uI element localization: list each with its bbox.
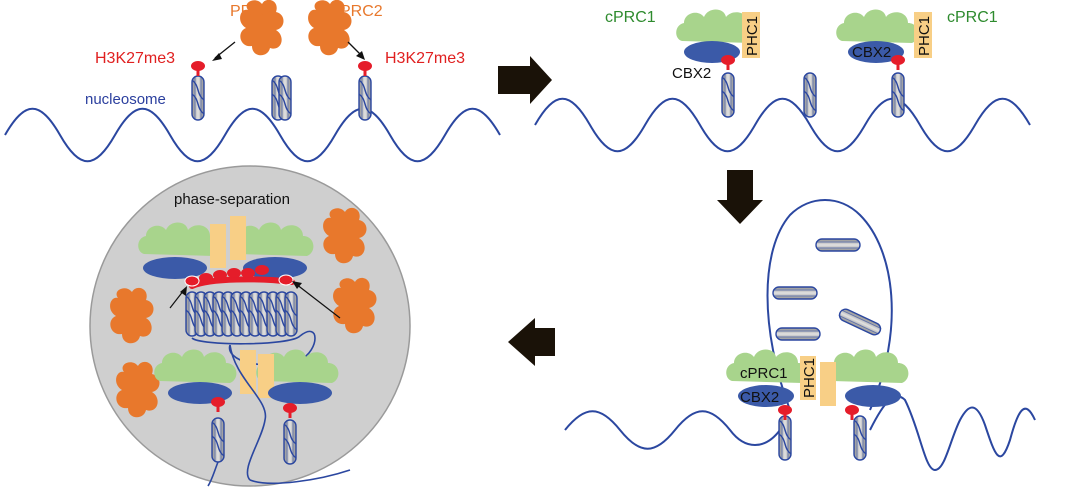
phc1-body-left xyxy=(742,12,760,58)
phc1-body xyxy=(240,350,256,394)
cbx2-body xyxy=(268,382,332,404)
dna-strand xyxy=(564,395,1036,472)
h3k27me3-mark-left xyxy=(191,61,205,76)
nucleosome-2 xyxy=(803,72,817,118)
phc1-label-right: PHC1 xyxy=(916,16,933,56)
panel-chromatin-loop: cPRC1 CBX2 PHC1 xyxy=(564,199,1036,472)
cbx2-label: CBX2 xyxy=(740,389,779,406)
arrow-prc2-to-array xyxy=(295,283,341,319)
nucleosome xyxy=(283,419,297,465)
cprc1-label-left: cPRC1 xyxy=(605,9,656,26)
phc1-label: PHC1 xyxy=(801,358,818,398)
nucleosome-3 xyxy=(358,75,372,121)
phc1-label-left: PHC1 xyxy=(744,16,761,56)
cbx2-label-left: CBX2 xyxy=(672,65,711,82)
phc1-body xyxy=(820,362,836,406)
dna-loop xyxy=(766,199,893,411)
cbx2-body-right xyxy=(848,41,904,63)
cbx2-body xyxy=(845,385,901,407)
cprc1-body-right xyxy=(836,9,919,43)
phc1-body xyxy=(258,354,274,398)
arrow-right-icon xyxy=(498,56,552,104)
loop-nucleosome xyxy=(775,327,821,341)
nucleosome xyxy=(211,417,225,463)
cprc1-label: cPRC1 xyxy=(740,365,788,382)
prc2-label-right: PRC2 xyxy=(340,3,383,20)
arrow-down-icon xyxy=(717,170,763,224)
dna-strand xyxy=(4,107,501,163)
nucleosome-3 xyxy=(891,72,905,118)
h3k27me3-mark xyxy=(721,55,735,70)
phase-separation-label: phase-separation xyxy=(174,191,290,208)
loop-nucleosome xyxy=(772,286,818,300)
phc1-body-right xyxy=(914,12,932,58)
h3k27me3-mark xyxy=(891,55,905,70)
nucleosome xyxy=(778,415,792,461)
panel-phase-separation: phase-separation xyxy=(89,165,411,487)
cprc1-label-right: cPRC1 xyxy=(947,9,998,26)
loop-nucleosome xyxy=(836,306,884,338)
phc1-body xyxy=(210,224,226,268)
h3k27me3-label-left: H3K27me3 xyxy=(95,50,175,67)
h3k27me3-label-right: H3K27me3 xyxy=(385,50,465,67)
nucleosome-1 xyxy=(721,72,735,118)
loop-nucleosome xyxy=(815,238,861,252)
nucleosome-array xyxy=(184,265,316,366)
dna-strand xyxy=(534,97,1031,153)
prc2-label-left: PRC2 xyxy=(230,3,273,20)
nucleosome xyxy=(853,415,867,461)
nucleosome-label: nucleosome xyxy=(85,91,166,108)
phc1-body xyxy=(800,356,816,400)
cbx2-body xyxy=(738,385,794,407)
h3k27me3-mark-right xyxy=(358,61,372,76)
cbx2-body xyxy=(143,257,207,279)
cbx2-label-right: CBX2 xyxy=(852,44,891,61)
cprc1-body xyxy=(826,349,909,383)
panel-initial-chromatin: PRC2 PRC2 H3K27me3 H3K27me3 nucleosome xyxy=(4,0,501,163)
phc1-body xyxy=(230,216,246,260)
panel-cprc1-binding: cPRC1 cPRC1 PHC1 PHC1 CBX2 CBX2 xyxy=(534,9,1031,153)
arrow-left-icon xyxy=(508,318,555,366)
nucleosome-1 xyxy=(191,75,205,121)
